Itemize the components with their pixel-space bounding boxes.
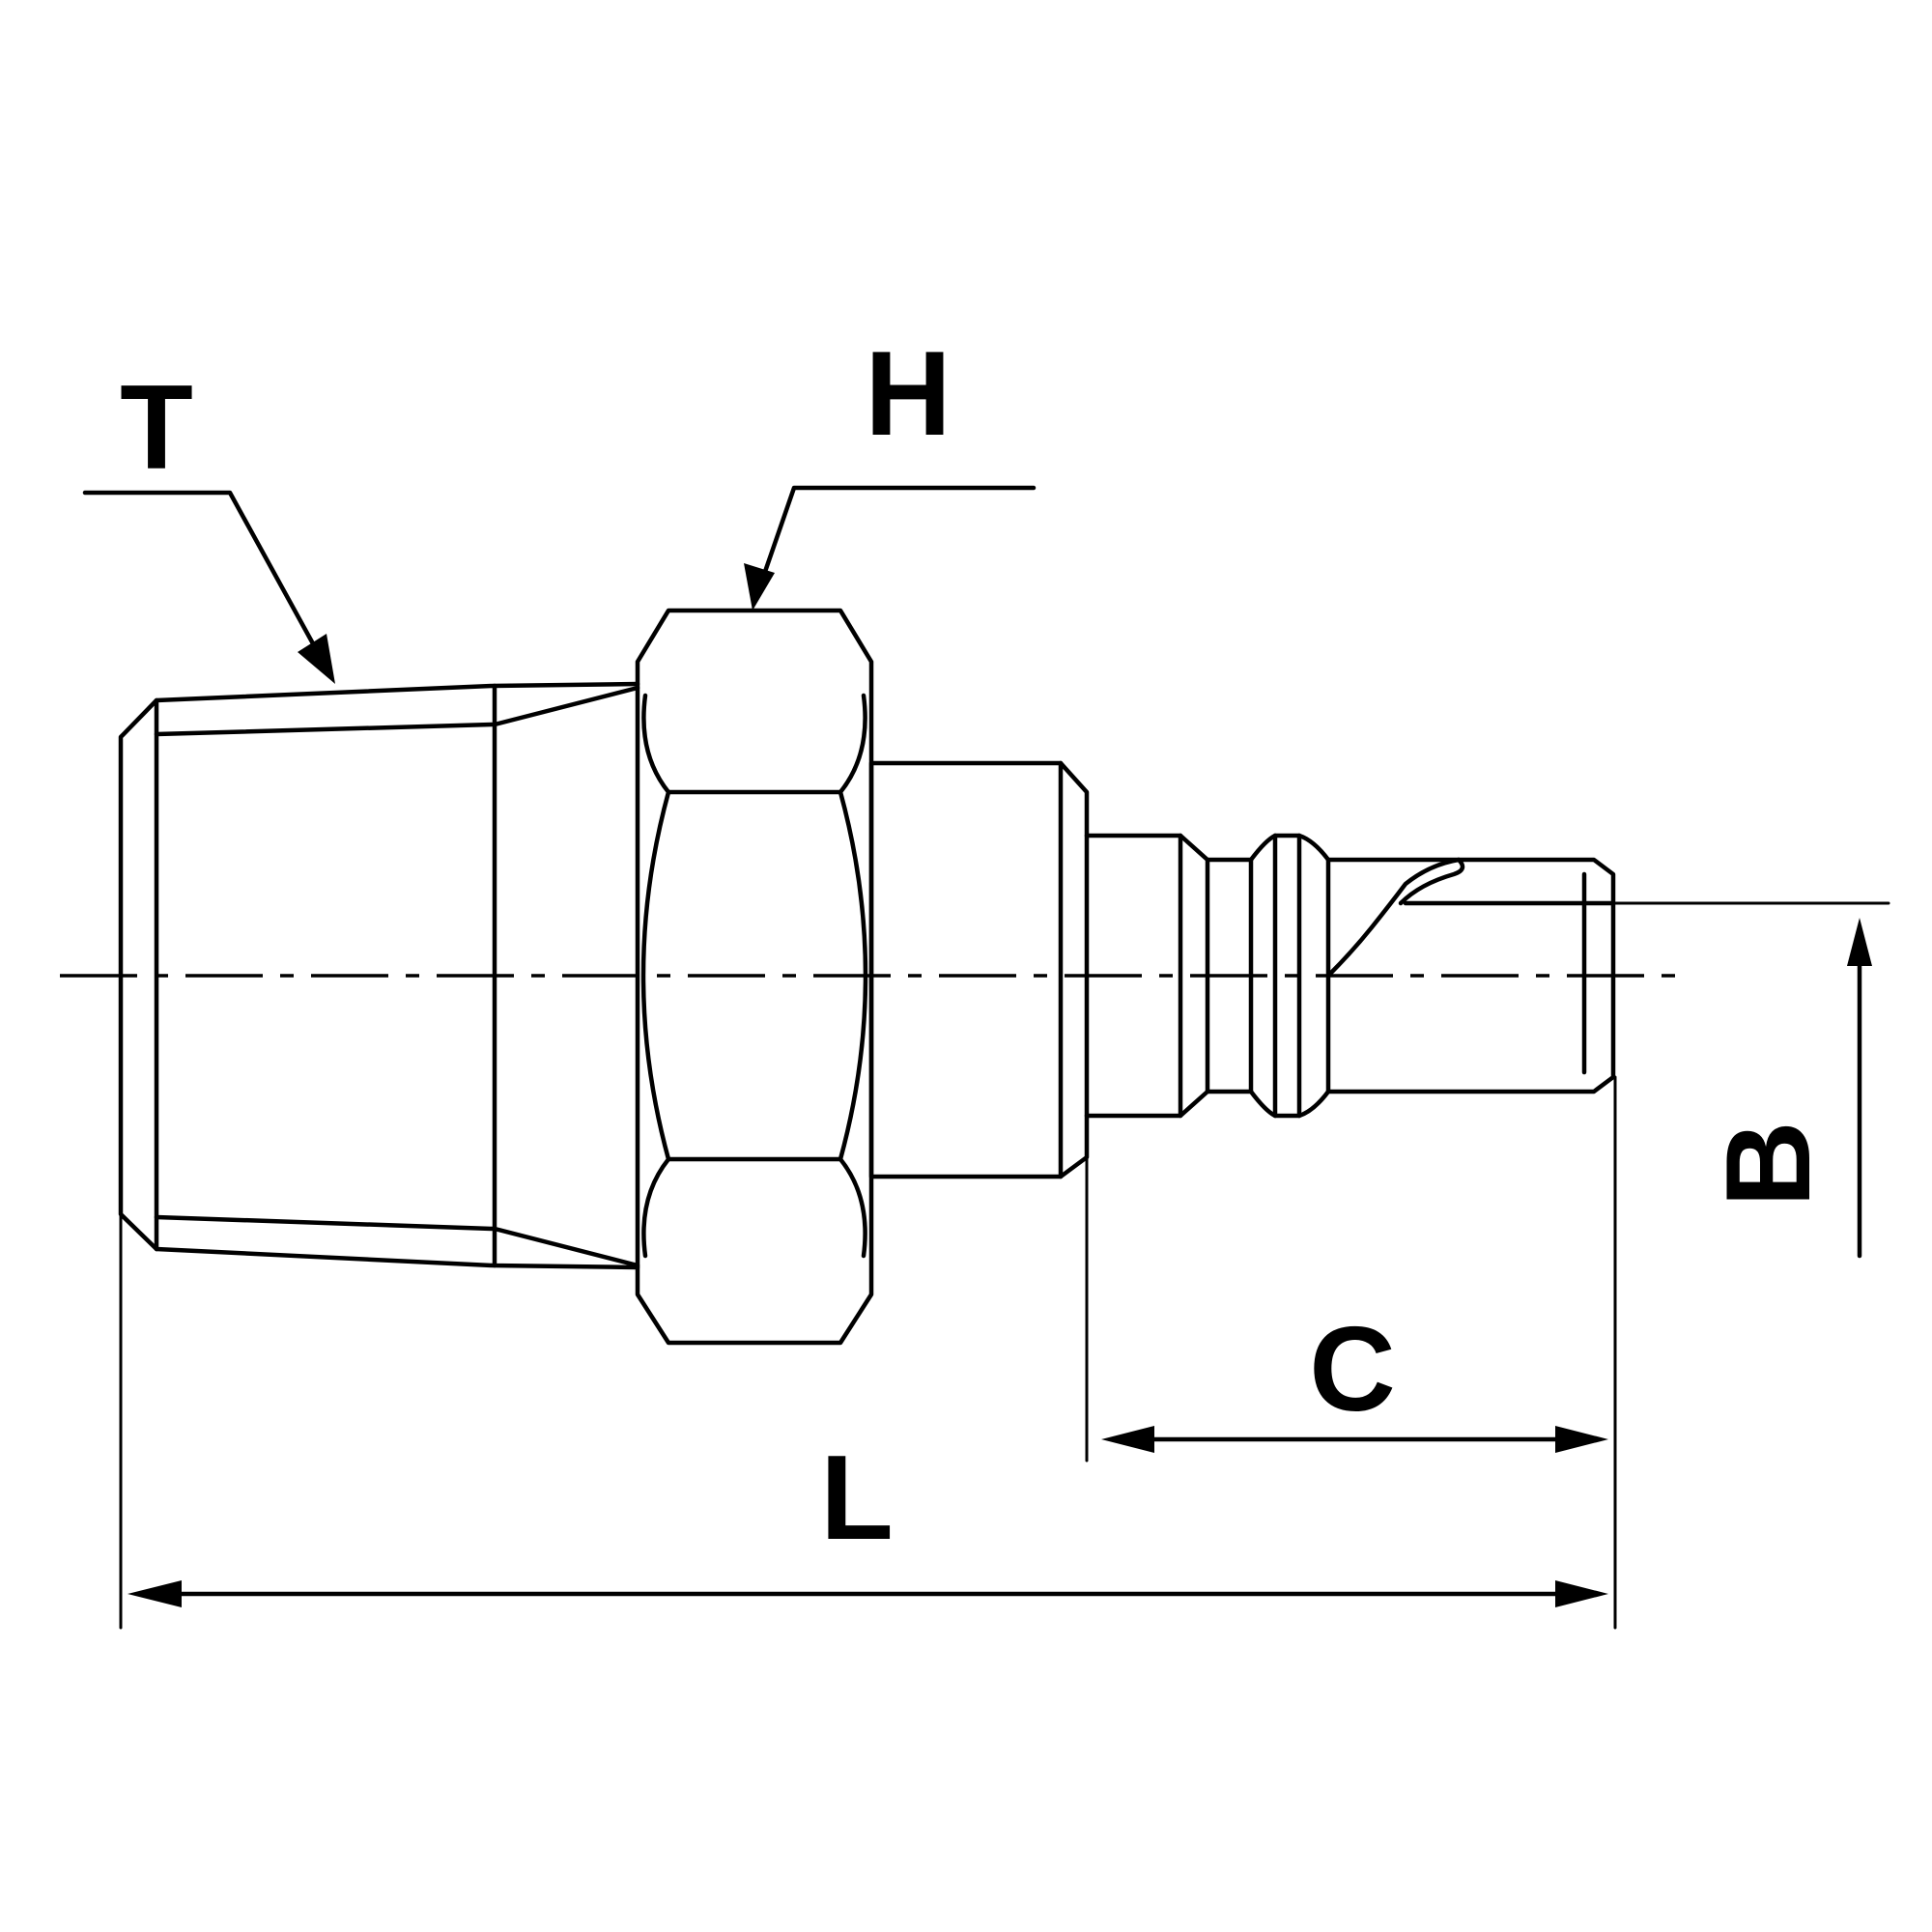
thread-runout-top xyxy=(492,685,640,727)
dim-b-arrowhead xyxy=(1847,918,1872,966)
groove-ring-bottom xyxy=(1248,1089,1331,1119)
thread-outline xyxy=(118,681,640,1270)
collar xyxy=(868,760,1090,1179)
dimension-l: L xyxy=(119,1075,1617,1630)
dim-l-arrowhead-left xyxy=(128,1580,182,1607)
hex-outline xyxy=(635,608,874,1346)
dim-c-arrowhead-left xyxy=(1101,1426,1154,1453)
dim-c-arrowhead-right xyxy=(1555,1426,1608,1453)
hex-nut xyxy=(635,608,874,1346)
hex-arc-top-left xyxy=(641,693,671,795)
thread-line-top xyxy=(154,722,496,737)
plug-tip-outline xyxy=(1325,857,1616,1094)
threaded-body xyxy=(118,681,640,1270)
label-c: C xyxy=(1309,1303,1396,1436)
thread-line-bottom xyxy=(154,1214,496,1232)
leader-t: T xyxy=(82,361,335,684)
dimension-c: C xyxy=(1085,1157,1608,1463)
plug-neck-bottom xyxy=(1084,1089,1254,1119)
hex-arc-bottom-left xyxy=(641,1156,671,1259)
break-line xyxy=(1325,857,1462,979)
groove-ring-top xyxy=(1248,833,1331,863)
label-t: T xyxy=(120,361,193,495)
hex-arc-mid-right xyxy=(838,789,868,1162)
leader-t-line xyxy=(82,490,328,669)
thread-runout-bottom xyxy=(492,1226,640,1268)
dimension-b: B xyxy=(1582,901,1890,1259)
leader-t-arrowhead xyxy=(298,634,335,684)
label-h: H xyxy=(865,327,952,461)
plug-neck-top xyxy=(1084,833,1254,863)
leader-h-arrowhead xyxy=(744,563,775,611)
leader-h: H xyxy=(744,327,1037,611)
hex-arc-top-right xyxy=(838,693,867,795)
plug-nipple xyxy=(1084,833,1616,1119)
leader-h-line xyxy=(755,485,1037,594)
label-b: B xyxy=(1702,1121,1835,1208)
hex-arc-mid-left xyxy=(640,789,671,1162)
hex-arc-bottom-right xyxy=(838,1156,867,1259)
dim-l-arrowhead-right xyxy=(1555,1580,1608,1607)
label-l: L xyxy=(820,1432,894,1565)
break-line-curl xyxy=(1398,857,1465,906)
